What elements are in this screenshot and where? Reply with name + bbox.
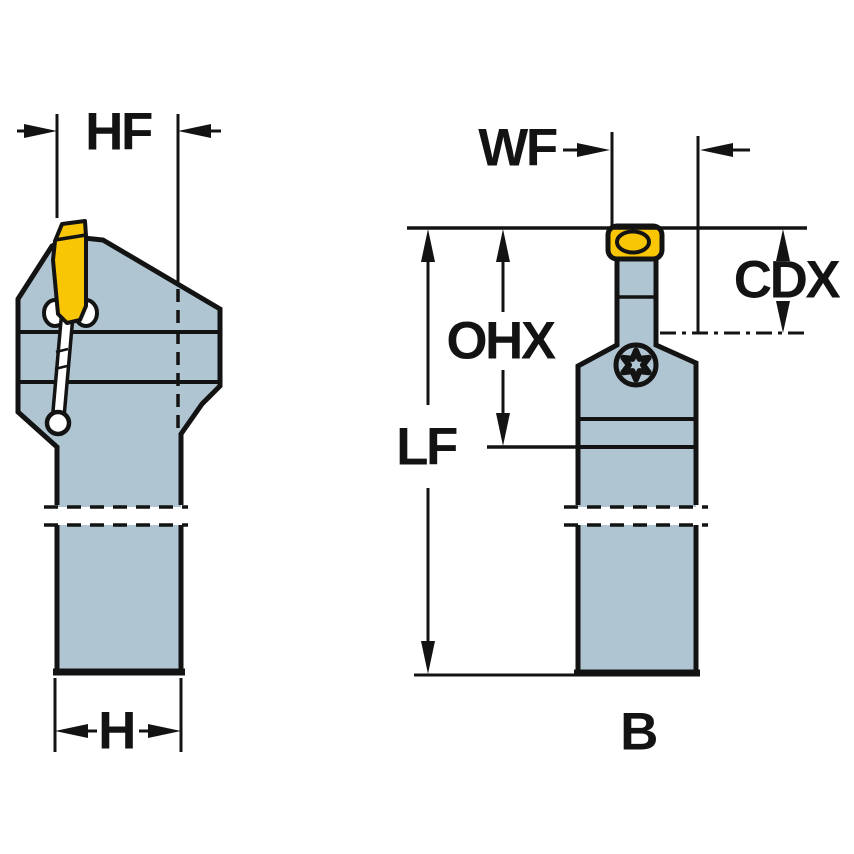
break-line [564,505,708,527]
dimension-hf [17,114,221,284]
shank-front [578,525,696,672]
break-line [44,505,188,527]
holder-head-side [18,238,220,507]
shank-side [57,525,181,672]
dim-label-wf: WF [478,118,558,178]
dimension-wf [563,132,750,333]
dimension-lf [414,229,576,677]
clamp-screw-slot [44,310,75,437]
dim-label-cdx: CDX [733,250,841,310]
side-view [15,219,223,676]
dim-label-hf: HF [85,102,153,162]
dim-label-h: H [98,701,136,761]
dimension-ohx [487,229,578,449]
front-view [564,223,708,677]
insert-top [605,223,665,262]
dimension-h [53,678,183,752]
torx-screw-icon [613,342,659,388]
insert-blade [51,219,88,325]
dim-label-lf: LF [396,417,458,477]
dim-label-ohx: OHX [446,311,556,371]
dim-label-b: B [620,702,658,762]
dimension-cdx [660,229,807,335]
